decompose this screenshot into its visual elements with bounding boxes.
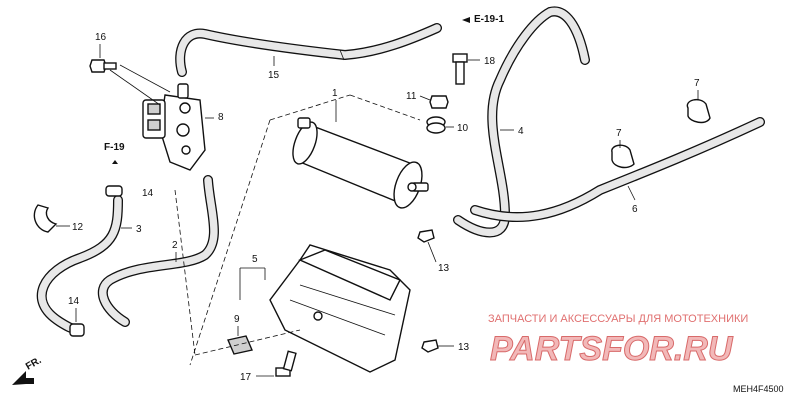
callout-13-lower: 13 xyxy=(458,342,470,353)
hose-6 xyxy=(470,117,765,223)
grommet-10 xyxy=(426,116,446,134)
canister-tray-5 xyxy=(269,244,411,373)
canister-1 xyxy=(292,117,429,209)
callout-7-lower: 7 xyxy=(616,128,622,139)
callout-18: 18 xyxy=(484,56,496,67)
svg-text:F-19: F-19 xyxy=(104,142,125,153)
svg-text:FR.: FR. xyxy=(24,355,44,373)
hose-3 xyxy=(36,195,123,335)
clip-7-upper xyxy=(686,98,711,124)
callout-6: 6 xyxy=(632,204,638,215)
front-arrow: FR. xyxy=(12,355,44,385)
watermark-logo: PARTSFOR.RU xyxy=(490,330,734,368)
callout-15: 15 xyxy=(268,70,280,81)
bolt-18 xyxy=(452,53,468,85)
callout-12: 12 xyxy=(72,222,84,233)
callout-3: 3 xyxy=(136,224,142,235)
callout-16: 16 xyxy=(95,32,107,43)
rubber-9 xyxy=(227,335,253,355)
callout-labels: 1 2 3 4 5 6 7 7 8 9 10 11 12 13 13 14 xyxy=(56,32,700,383)
callout-14-lower: 14 xyxy=(68,296,80,307)
clip-12 xyxy=(33,204,58,233)
callout-7-upper: 7 xyxy=(694,78,700,89)
connector-outline xyxy=(174,94,421,366)
hose-15 xyxy=(175,23,442,77)
nut-13-upper xyxy=(417,229,435,243)
callout-14-upper: 14 xyxy=(142,188,154,199)
callout-1: 1 xyxy=(332,88,338,99)
callout-5: 5 xyxy=(252,254,258,265)
callout-10: 10 xyxy=(457,123,469,134)
callout-9: 9 xyxy=(234,314,240,325)
clamp-14-upper xyxy=(105,185,123,197)
clip-7-lower xyxy=(611,144,635,169)
callout-11: 11 xyxy=(406,91,417,102)
hose-4 xyxy=(453,6,590,238)
callout-17: 17 xyxy=(240,372,252,383)
reference-e-19-1: E-19-1 xyxy=(462,14,504,25)
hose-2 xyxy=(97,175,219,327)
nut-11 xyxy=(429,95,449,109)
callout-13-upper: 13 xyxy=(438,263,450,274)
callout-2: 2 xyxy=(172,240,178,251)
control-valve-8 xyxy=(109,64,206,171)
watermark: ЗАПЧАСТИ И АКСЕССУАРЫ ДЛЯ МОТОТЕХНИКИ PA… xyxy=(488,313,748,369)
callout-8: 8 xyxy=(218,112,224,123)
nut-13-lower xyxy=(421,339,439,353)
svg-text:E-19-1: E-19-1 xyxy=(474,14,504,25)
diagram-code: MEH4F4500 xyxy=(733,384,784,394)
bolt-16 xyxy=(89,59,117,73)
watermark-line: ЗАПЧАСТИ И АКСЕССУАРЫ ДЛЯ МОТОТЕХНИКИ xyxy=(488,313,748,325)
bolt-17 xyxy=(275,350,297,377)
clamp-14-lower xyxy=(69,323,85,337)
callout-4: 4 xyxy=(518,126,524,137)
reference-f-19: F-19 xyxy=(104,142,125,164)
